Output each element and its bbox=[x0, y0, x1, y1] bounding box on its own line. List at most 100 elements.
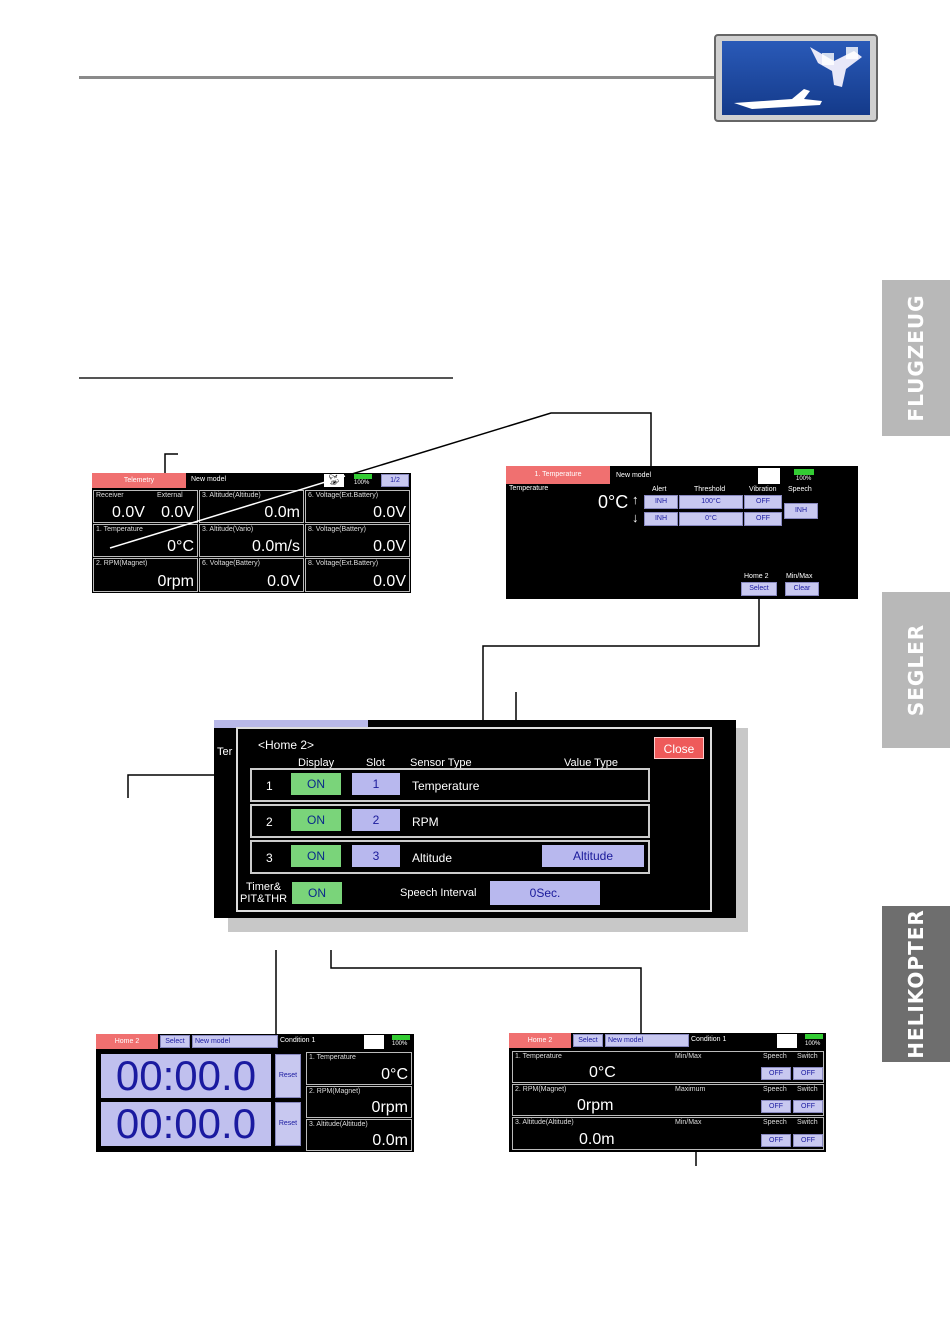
model-name: New model bbox=[191, 476, 227, 483]
sensor-label: Temperature bbox=[509, 485, 549, 492]
threshold-upper-button[interactable]: 100°C bbox=[679, 495, 743, 509]
display-header: Display bbox=[298, 757, 335, 769]
battery-text: 100% bbox=[805, 1041, 821, 1047]
tab-helikopter[interactable]: HELIKOPTER bbox=[882, 906, 950, 1062]
alert-upper-button[interactable]: INH bbox=[644, 495, 678, 509]
close-button[interactable]: Close bbox=[654, 737, 704, 759]
sensor-row: 2 ON 2 RPM bbox=[250, 804, 650, 838]
threshold-lower-button[interactable]: 0°C bbox=[679, 512, 743, 526]
home-item-temperature[interactable]: 1. Temperature 0°C bbox=[306, 1052, 412, 1085]
backdrop-tab bbox=[214, 720, 368, 728]
tab-segler-label: SEGLER bbox=[904, 623, 928, 717]
row-mode: Min/Max bbox=[675, 1053, 702, 1060]
model-button[interactable]: New model bbox=[605, 1034, 689, 1047]
speech-toggle[interactable]: OFF bbox=[761, 1134, 791, 1147]
speech-row-rpm[interactable]: 2. RPM(Magnet) Maximum Speech Switch 0rp… bbox=[512, 1084, 824, 1116]
row-value: 0rpm bbox=[577, 1097, 614, 1114]
timer1-display[interactable]: 00:00.0 bbox=[101, 1054, 271, 1098]
vibration-upper-button[interactable]: OFF bbox=[744, 495, 782, 509]
up-arrow-icon: ↑ bbox=[632, 492, 639, 507]
cell-voltage-battery-2[interactable]: 6. Voltage(Battery) 0.0V bbox=[199, 558, 304, 592]
tab-segler[interactable]: SEGLER bbox=[882, 592, 950, 748]
battery-icon bbox=[392, 1035, 410, 1040]
timer-label-1: Timer& bbox=[246, 881, 282, 893]
condition-label: Condition 1 bbox=[691, 1036, 727, 1043]
item-title: 2. RPM(Magnet) bbox=[309, 1088, 361, 1095]
cell-altitude[interactable]: 3. Altitude(Altitude) 0.0m bbox=[199, 490, 304, 523]
cell-value: 0.0V bbox=[267, 573, 300, 590]
sensor-type: Altitude bbox=[412, 851, 453, 865]
cell-title: 3. Altitude(Altitude) bbox=[202, 492, 261, 499]
home2-select-button[interactable]: Select bbox=[741, 582, 777, 596]
cell-value-receiver: 0.0V bbox=[112, 504, 145, 521]
cell-title: 2. RPM(Magnet) bbox=[96, 560, 148, 567]
speech-row-temperature[interactable]: 1. Temperature Min/Max Speech Switch 0°C… bbox=[512, 1051, 824, 1083]
antenna-icon bbox=[364, 1035, 384, 1049]
display-toggle[interactable]: ON bbox=[291, 773, 341, 795]
cell-value: 0rpm bbox=[157, 573, 194, 590]
threshold-header: Threshold bbox=[694, 486, 726, 493]
row-number: 1 bbox=[266, 779, 273, 793]
home-item-rpm[interactable]: 2. RPM(Magnet) 0rpm bbox=[306, 1086, 412, 1118]
cell-vario[interactable]: 3. Altitude(Vario) 0.0m/s bbox=[199, 524, 304, 557]
sensor-type: Temperature bbox=[412, 779, 480, 793]
cell-value: 0.0m bbox=[264, 504, 300, 521]
value-header: Value Type bbox=[564, 757, 619, 769]
tab-flugzeug[interactable]: FLUGZEUG bbox=[882, 280, 950, 436]
slot-button[interactable]: 2 bbox=[352, 809, 400, 831]
select-button[interactable]: Select bbox=[573, 1034, 603, 1047]
alert-lower-button[interactable]: INH bbox=[644, 512, 678, 526]
switch-toggle[interactable]: OFF bbox=[793, 1134, 823, 1147]
vibration-header: Vibration bbox=[749, 486, 777, 493]
cell-title-external: External bbox=[157, 492, 183, 499]
cell-voltage-ext[interactable]: 6. Voltage(Ext.Battery) 0.0V bbox=[305, 490, 410, 523]
display-toggle[interactable]: ON bbox=[291, 809, 341, 831]
sensor-header: Sensor Type bbox=[410, 757, 472, 769]
cell-voltage-ext-2[interactable]: 8. Voltage(Ext.Battery) 0.0V bbox=[305, 558, 410, 592]
row-title: 1. Temperature bbox=[515, 1053, 562, 1060]
speech-toggle[interactable]: OFF bbox=[761, 1100, 791, 1113]
home2-label: Home 2 bbox=[744, 573, 769, 580]
speech-button[interactable]: INH bbox=[784, 503, 818, 519]
switch-toggle[interactable]: OFF bbox=[793, 1100, 823, 1113]
timer1-reset-button[interactable]: Reset bbox=[275, 1054, 301, 1098]
timer2-reset-button[interactable]: Reset bbox=[275, 1102, 301, 1146]
cell-rpm[interactable]: 2. RPM(Magnet) 0rpm bbox=[93, 558, 198, 592]
model-button[interactable]: New model bbox=[192, 1035, 278, 1048]
timer2-display[interactable]: 00:00.0 bbox=[101, 1102, 271, 1146]
section-rule bbox=[79, 377, 453, 379]
timer-toggle[interactable]: ON bbox=[292, 882, 342, 904]
temperature-value: 0°C bbox=[598, 492, 629, 512]
cell-value: 0°C bbox=[167, 538, 194, 555]
row-value: 0.0m bbox=[579, 1131, 615, 1148]
home2-tab[interactable]: Home 2 bbox=[96, 1034, 158, 1049]
slot-button[interactable]: 3 bbox=[352, 845, 400, 867]
temperature-tab[interactable]: 1. Temperature bbox=[506, 466, 610, 484]
sensor-row: 3 ON 3 Altitude Altitude bbox=[250, 840, 650, 874]
value-type-button[interactable]: Altitude bbox=[542, 845, 644, 867]
vibration-lower-button[interactable]: OFF bbox=[744, 512, 782, 526]
switch-toggle[interactable]: OFF bbox=[793, 1067, 823, 1080]
antenna-icon bbox=[758, 468, 780, 484]
backdrop-text: Ter bbox=[217, 746, 233, 758]
sensor-row: 1 ON 1 Temperature bbox=[250, 768, 650, 802]
page-button[interactable]: 1/2 bbox=[381, 474, 409, 487]
slot-button[interactable]: 1 bbox=[352, 773, 400, 795]
home-item-altitude[interactable]: 3. Altitude(Altitude) 0.0m bbox=[306, 1119, 412, 1151]
speech-row-altitude[interactable]: 3. Altitude(Altitude) Min/Max Speech Swi… bbox=[512, 1117, 824, 1150]
display-toggle[interactable]: ON bbox=[291, 845, 341, 867]
home2-tab[interactable]: Home 2 bbox=[509, 1033, 571, 1048]
select-button[interactable]: Select bbox=[160, 1035, 190, 1048]
cell-temperature[interactable]: 1. Temperature 0°C bbox=[93, 524, 198, 557]
item-value: 0.0m bbox=[372, 1132, 408, 1149]
cell-title: 8. Voltage(Ext.Battery) bbox=[308, 560, 379, 567]
speech-interval-button[interactable]: 0Sec. bbox=[490, 881, 600, 905]
cell-receiver[interactable]: Receiver External 0.0V 0.0V bbox=[93, 490, 198, 523]
telemetry-tab[interactable]: Telemetry bbox=[92, 473, 186, 488]
speech-toggle[interactable]: OFF bbox=[761, 1067, 791, 1080]
minmax-clear-button[interactable]: Clear bbox=[785, 582, 819, 596]
slot-header: Slot bbox=[366, 757, 385, 769]
cell-voltage-battery[interactable]: 8. Voltage(Battery) 0.0V bbox=[305, 524, 410, 557]
callout-home-right bbox=[330, 950, 642, 1033]
cell-title: 6. Voltage(Ext.Battery) bbox=[308, 492, 379, 499]
